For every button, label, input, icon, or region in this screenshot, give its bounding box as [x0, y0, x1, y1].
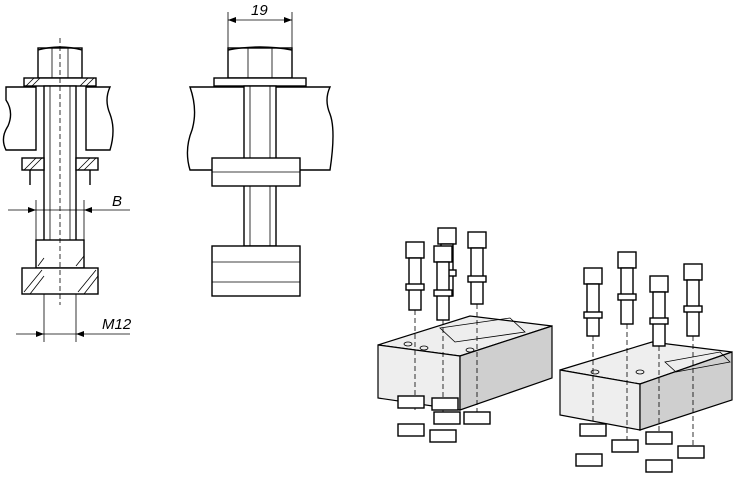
washer-side [213, 77, 307, 87]
head-width-label: 19 [251, 2, 268, 19]
bolt-1a [405, 241, 425, 311]
bolt-2c [649, 275, 669, 347]
t-nuts-group-2 [575, 423, 705, 473]
slot-width-label: B [112, 193, 122, 210]
block-1-side [459, 325, 553, 411]
bolt-1d [433, 245, 453, 321]
bolt-1c [467, 231, 487, 305]
isometric-assembly-2 [559, 251, 733, 473]
isometric-assembly-1 [377, 227, 553, 443]
block-2-side [639, 351, 733, 431]
bolt-2a [583, 267, 603, 337]
side-view-middle: 19 [186, 2, 334, 297]
bolt-2b [617, 251, 637, 325]
thread-size-label: M12 [102, 316, 132, 333]
section-view-left: B M12 [2, 38, 132, 342]
bolt-head-side [227, 47, 293, 79]
t-nuts-group-1 [397, 395, 491, 443]
t-nut-side [211, 245, 301, 297]
upper-plate-right-part [85, 86, 114, 151]
upper-plate-left-part [2, 86, 37, 151]
bolt-2d [683, 263, 703, 337]
